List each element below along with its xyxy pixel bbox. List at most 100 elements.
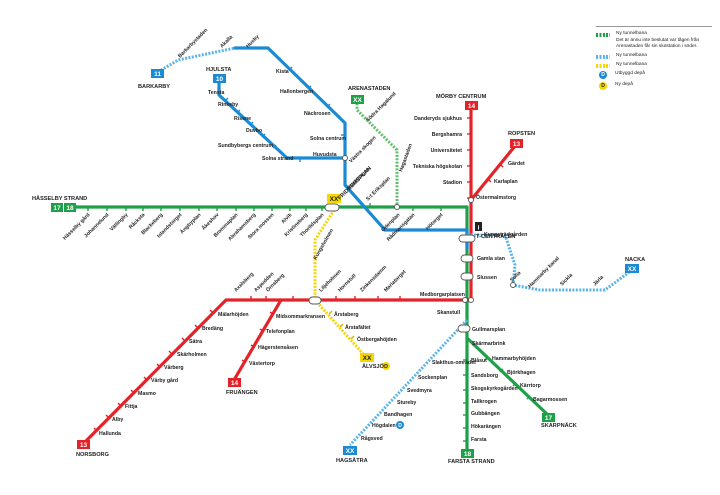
svg-text:18: 18 — [464, 451, 472, 458]
legend-item-yellow: Ny tunnelbana — [596, 62, 712, 68]
station-label: Årstaberg — [334, 311, 359, 318]
skarpnack-badge: 17 — [542, 413, 555, 422]
station-label: Bagarmossen — [533, 397, 567, 403]
station-label: Alby — [112, 417, 123, 423]
farsta-label: FARSTA STRAND — [448, 459, 495, 465]
nacka-label: NACKA — [625, 257, 645, 263]
station-label: Hallunda — [99, 431, 121, 437]
station-label: Blåsut — [471, 357, 487, 364]
barkarby-label: BARKARBY — [138, 84, 170, 90]
station-label: Axelsberg — [233, 271, 255, 293]
station-label: Rinkeby — [218, 102, 238, 108]
hagsatra-badge: XX — [343, 446, 357, 455]
station-label: Hagastaden — [398, 143, 414, 173]
legend-item-blue: Ny tunnelbana — [596, 53, 712, 59]
station-label: Västra skogen — [348, 135, 377, 164]
station-label: Stadion — [443, 180, 462, 186]
gamla-stan-interchange — [460, 254, 474, 263]
arenastaden-label: ARENASTADEN — [348, 86, 390, 92]
t-centralen-interchange — [458, 234, 476, 243]
ostermalmstorg-interchange — [468, 197, 474, 203]
line-badges: 17 18 11 10 XX 14 13 XX 14 13 XX 18 17 X… — [51, 69, 639, 458]
interchanges — [308, 155, 516, 333]
station-label: Tekniska högskolan — [413, 164, 462, 170]
arenastaden-badge: XX — [351, 95, 364, 104]
legend-label: Ny depå — [615, 82, 633, 87]
station-label: Sundbybergs centrum — [218, 143, 273, 149]
svg-text:i: i — [478, 225, 480, 232]
green-dashed-swatch — [596, 33, 610, 37]
station-label: Telefonplan — [266, 329, 295, 335]
ropsten-badge: 13 — [510, 139, 523, 148]
station-label: Gullmarsplan — [472, 327, 505, 333]
skanstull-interchange — [468, 297, 474, 303]
svg-text:14: 14 — [468, 103, 476, 110]
fridhemsplan-badge: XX — [327, 194, 341, 203]
alvsjo-depot-icon: D — [382, 362, 390, 370]
hasselby-label: HÄSSELBY STRAND — [32, 195, 87, 202]
station-label: Sockenplan — [418, 375, 447, 381]
station-ticks — [87, 66, 531, 442]
t-centralen-label: T-CENTRALEN — [476, 234, 515, 240]
station-label: Huvudsta — [313, 152, 337, 158]
expanded-depot-icon: D — [599, 71, 607, 79]
station-label: Östermalmstorg — [476, 194, 516, 201]
hjulsta-badge: 10 — [213, 74, 226, 83]
legend-label: Ny tunnelbana — [616, 53, 647, 58]
station-label: Rågsved — [361, 435, 383, 442]
station-label: Hammarby kanal — [527, 255, 561, 289]
station-label: Järla — [592, 275, 605, 288]
station-label: Hökarängen — [471, 424, 501, 430]
station-label: Mariatorget — [383, 269, 407, 293]
legend-label: Utbyggd depå — [615, 71, 645, 76]
blue-dashed-swatch — [596, 55, 610, 59]
skarpnack-label: SKARPNÄCK — [541, 422, 577, 429]
station-label: Fittja — [125, 404, 138, 410]
station-label: Gamla stan — [477, 256, 505, 262]
svg-text:XX: XX — [628, 266, 637, 273]
station-label: Vårby gård — [151, 377, 178, 384]
t-centralen-info-icon: i — [475, 222, 482, 232]
svg-text:13: 13 — [80, 442, 88, 449]
legend-label: Ny tunnelbana — [616, 62, 647, 67]
station-label: Vårberg — [164, 364, 184, 371]
station-label: Bergshamra — [432, 132, 462, 138]
station-label: Skärholmen — [177, 352, 207, 358]
legend: Ny tunnelbana Det är ännu inte beslutat … — [596, 26, 712, 93]
nacka-badge: XX — [625, 264, 639, 273]
station-label: Högdalen — [372, 423, 396, 429]
svg-text:D: D — [384, 364, 388, 370]
medborgarplatsen-interchange — [462, 297, 468, 303]
depot-markers: D D — [382, 362, 404, 429]
station-label: Björkhagen — [507, 370, 536, 376]
station-label: Karlaplan — [494, 179, 518, 185]
station-label: Gubbängen — [471, 411, 500, 417]
svg-text:XX: XX — [353, 97, 362, 104]
odenplan-interchange — [394, 204, 400, 210]
legend-label: Ny tunnelbana — [616, 31, 647, 36]
station-label: Mälarhöjden — [218, 312, 249, 318]
svg-text:XX: XX — [330, 196, 339, 203]
norsborg-badge: 13 — [77, 440, 90, 449]
station-label: Medborgarplatsen — [420, 292, 465, 298]
hasselby-badge-17: 17 — [51, 203, 63, 212]
station-label: Tallkrogen — [471, 399, 497, 405]
station-label: Kungsholmen — [313, 228, 335, 261]
station-label: Stureby — [397, 400, 416, 406]
hagsatra-label: HAGSÄTRA — [336, 457, 368, 464]
legend-note: Det är ännu inte beslutat var tågen från… — [596, 38, 712, 50]
station-label: Hallonbergen — [280, 89, 313, 95]
svg-text:10: 10 — [216, 76, 224, 83]
station-label: Bandhagen — [384, 412, 412, 418]
station-label: Sätra — [189, 339, 202, 345]
farsta-badge: 18 — [461, 449, 474, 458]
station-label: Tensta — [208, 90, 224, 96]
fruangen-badge: 14 — [228, 378, 241, 387]
ropsten-label: ROPSTEN — [508, 131, 535, 137]
station-label: Solna strand — [262, 156, 293, 162]
station-label: Sandsborg — [471, 373, 498, 379]
svg-text:14: 14 — [231, 380, 239, 387]
svg-text:XX: XX — [346, 448, 355, 455]
alvsjo-label: ÄLVSJÖ — [362, 363, 385, 370]
